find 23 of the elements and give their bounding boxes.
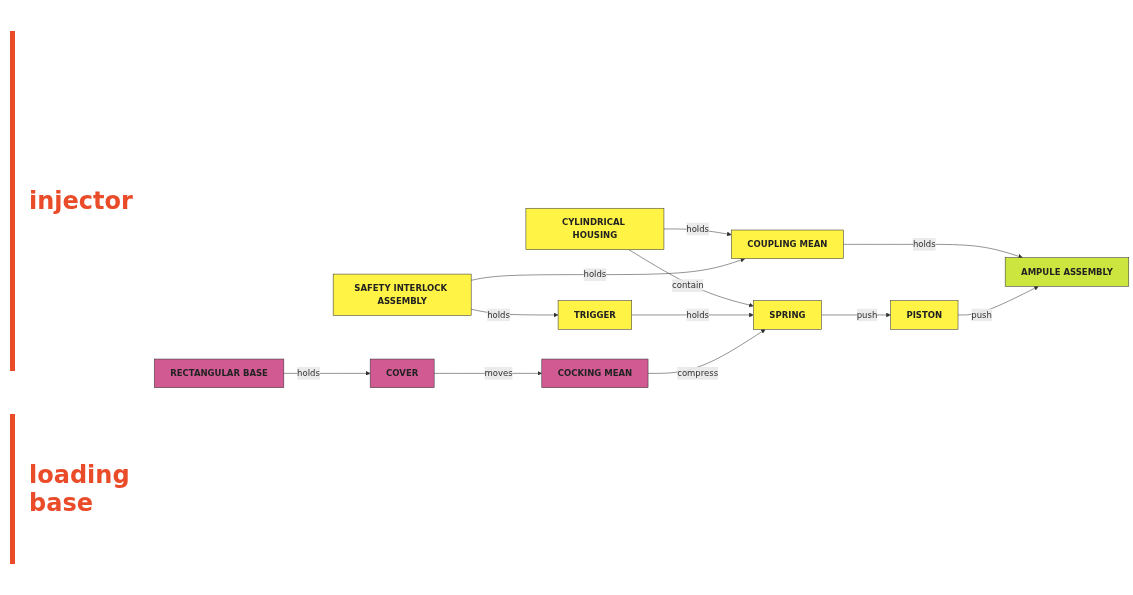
edge-label: holds xyxy=(583,268,607,279)
edge-label: push xyxy=(856,309,878,320)
edge-label: holds xyxy=(686,223,710,234)
edge-label: holds xyxy=(686,309,710,320)
node-box: COCKING MEAN xyxy=(541,358,649,388)
node-box: COVER xyxy=(369,358,435,388)
section-label: loading base xyxy=(29,460,131,517)
edge-label: moves xyxy=(484,367,513,378)
node-box: RECTANGULAR BASE xyxy=(154,358,285,388)
node-box: SPRING xyxy=(753,299,822,330)
section-label: injector xyxy=(29,187,133,216)
edge-label: holds xyxy=(487,309,510,320)
node-box: SAFETY INTERLOCK ASSEMBLY xyxy=(332,273,472,316)
node-box: COUPLING MEAN xyxy=(731,229,844,259)
edge-label: compress xyxy=(677,367,719,378)
edge-label: contain xyxy=(672,279,704,290)
node-box: CYLINDRICAL HOUSING xyxy=(525,207,665,250)
edge-label: push xyxy=(971,309,992,320)
edge-label: holds xyxy=(297,367,320,378)
edge-label: holds xyxy=(912,238,936,249)
node-box: AMPULE ASSEMBLY xyxy=(1004,256,1129,287)
node-box: TRIGGER xyxy=(557,299,632,330)
node-box: PISTON xyxy=(890,299,959,330)
